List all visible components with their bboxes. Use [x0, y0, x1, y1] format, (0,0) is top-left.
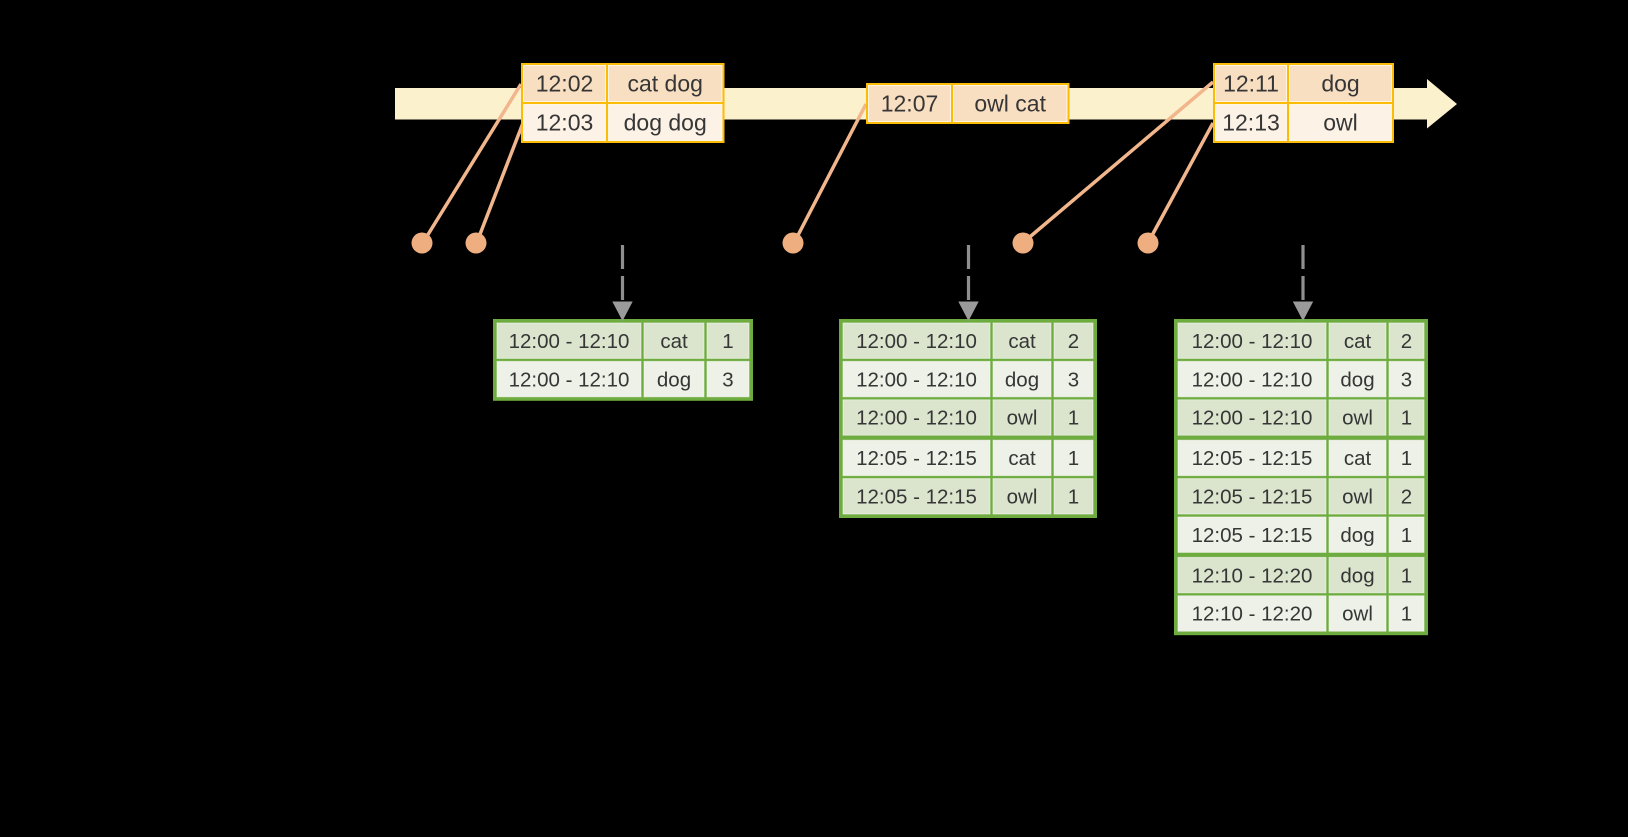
svg-text:12:10 - 12:20: 12:10 - 12:20 [1192, 603, 1313, 626]
svg-text:1: 1 [1401, 564, 1412, 587]
svg-text:12:00 - 12:10: 12:00 - 12:10 [509, 368, 630, 391]
svg-text:12:00 - 12:10: 12:00 - 12:10 [509, 330, 630, 353]
svg-text:owl: owl [1007, 407, 1038, 430]
svg-text:12:07: 12:07 [881, 91, 939, 117]
svg-text:1: 1 [722, 330, 733, 353]
svg-text:1: 1 [1401, 447, 1412, 470]
svg-text:cat: cat [1008, 330, 1036, 353]
svg-text:dog: dog [1005, 368, 1039, 391]
svg-text:dog: dog [1340, 564, 1374, 587]
svg-text:12:05 - 12:15: 12:05 - 12:15 [856, 486, 977, 509]
svg-text:12:00 - 12:10: 12:00 - 12:10 [856, 368, 977, 391]
svg-text:12:00 - 12:10: 12:00 - 12:10 [1192, 330, 1313, 353]
svg-text:owl: owl [1323, 110, 1358, 136]
svg-text:3: 3 [722, 368, 733, 391]
svg-text:12:00 - 12:10: 12:00 - 12:10 [1192, 407, 1313, 430]
svg-text:12:05 - 12:15: 12:05 - 12:15 [1192, 486, 1313, 509]
svg-text:owl: owl [1342, 407, 1373, 430]
svg-text:3: 3 [1401, 368, 1412, 391]
svg-text:12:00 - 12:10: 12:00 - 12:10 [1192, 368, 1313, 391]
svg-text:cat: cat [1344, 330, 1372, 353]
svg-text:12:11: 12:11 [1223, 71, 1279, 97]
svg-text:12:10 - 12:20: 12:10 - 12:20 [1192, 564, 1313, 587]
svg-text:1: 1 [1401, 524, 1412, 547]
svg-text:1: 1 [1401, 603, 1412, 626]
svg-text:dog dog: dog dog [624, 110, 707, 136]
svg-text:12:00 - 12:10: 12:00 - 12:10 [856, 407, 977, 430]
svg-text:owl cat: owl cat [974, 91, 1046, 117]
svg-text:3: 3 [1068, 368, 1079, 391]
svg-text:dog: dog [657, 368, 691, 391]
svg-text:dog: dog [1340, 524, 1374, 547]
svg-text:12:02: 12:02 [536, 71, 594, 97]
svg-text:owl: owl [1342, 486, 1373, 509]
svg-text:cat dog: cat dog [627, 71, 702, 97]
svg-text:12:05 - 12:15: 12:05 - 12:15 [1192, 447, 1313, 470]
svg-text:2: 2 [1401, 330, 1412, 353]
svg-text:owl: owl [1342, 603, 1373, 626]
svg-text:12:00 - 12:10: 12:00 - 12:10 [856, 330, 977, 353]
svg-text:1: 1 [1068, 486, 1079, 509]
svg-text:dog: dog [1340, 368, 1374, 391]
svg-text:1: 1 [1068, 447, 1079, 470]
svg-text:2: 2 [1401, 486, 1412, 509]
svg-text:1: 1 [1401, 407, 1412, 430]
svg-text:12:05 - 12:15: 12:05 - 12:15 [1192, 524, 1313, 547]
svg-text:cat: cat [1008, 447, 1036, 470]
svg-text:owl: owl [1007, 486, 1038, 509]
svg-text:2: 2 [1068, 330, 1079, 353]
svg-text:12:03: 12:03 [536, 110, 594, 136]
svg-text:cat: cat [660, 330, 688, 353]
svg-text:dog: dog [1321, 71, 1359, 97]
svg-text:1: 1 [1068, 407, 1079, 430]
svg-text:12:05 - 12:15: 12:05 - 12:15 [856, 447, 977, 470]
svg-text:12:13: 12:13 [1222, 110, 1280, 136]
svg-text:cat: cat [1344, 447, 1372, 470]
